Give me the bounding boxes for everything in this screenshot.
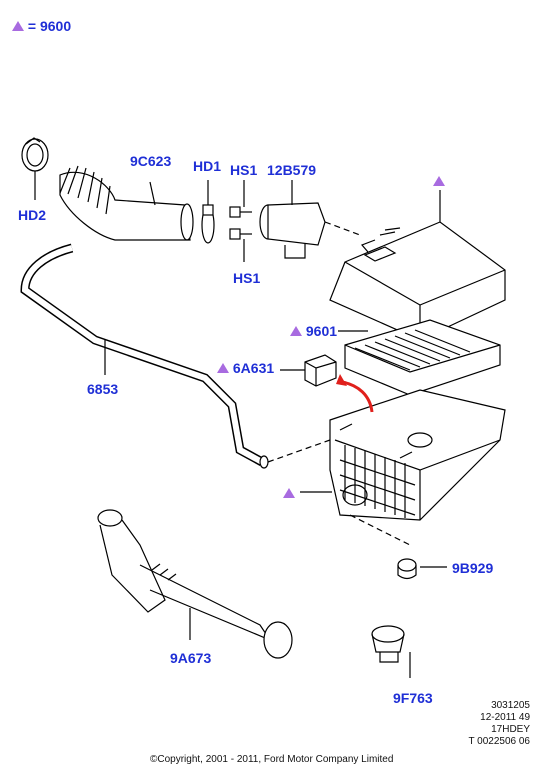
label-hd2: HD2: [18, 207, 47, 223]
label-6a631: 6A631: [217, 360, 274, 376]
drawing-code: 3031205 12-2011 49 17HDEY T 0022506 06: [468, 700, 530, 748]
hose-clamp-hd2-drawing: [21, 137, 49, 172]
triangle-icon: [217, 363, 229, 373]
copyright: ©Copyright, 2001 - 2011, Ford Motor Comp…: [150, 754, 394, 765]
resonator-pipe-drawing: [97, 509, 293, 659]
sleeve-9f763-drawing: [371, 625, 405, 663]
triangle-icon: [12, 21, 24, 31]
label-9b929: 9B929: [452, 560, 494, 576]
block-6a631-drawing: [304, 354, 337, 387]
code-line: 12-2011 49: [480, 712, 530, 723]
label-9c623: 9C623: [130, 153, 172, 169]
label-hs1-top: HS1: [230, 162, 258, 178]
hose-clamp-hd1-drawing: [201, 204, 215, 244]
breather-pipe-drawing: [20, 243, 269, 469]
code-line: T 0022506 06: [468, 736, 530, 747]
red-arrow: [336, 374, 374, 413]
label-9601: 9601: [290, 323, 337, 339]
screws-hs1-drawing: [229, 206, 252, 240]
air-filter-element-drawing: [344, 319, 501, 396]
air-cleaner-housing-drawing: [329, 389, 506, 521]
air-cleaner-cover-drawing: [329, 221, 506, 341]
legend: = 9600: [12, 18, 71, 34]
air-intake-hose-drawing: [59, 165, 194, 241]
label-9a673: 9A673: [170, 650, 212, 666]
label-hd1: HD1: [193, 158, 222, 174]
triangle-icon: [283, 485, 295, 501]
code-line: 17HDEY: [491, 724, 530, 735]
grommet-9b929-drawing: [397, 558, 417, 580]
label-6853: 6853: [87, 381, 119, 397]
air-flow-sensor-drawing: [259, 202, 326, 259]
triangle-icon: [290, 326, 302, 336]
label-12b579: 12B579: [267, 162, 317, 178]
legend-text: = 9600: [27, 18, 72, 34]
triangle-icon: [433, 173, 445, 189]
label-9f763: 9F763: [393, 690, 433, 706]
code-line: 3031205: [491, 700, 530, 711]
label-hs1-bottom: HS1: [233, 270, 261, 286]
